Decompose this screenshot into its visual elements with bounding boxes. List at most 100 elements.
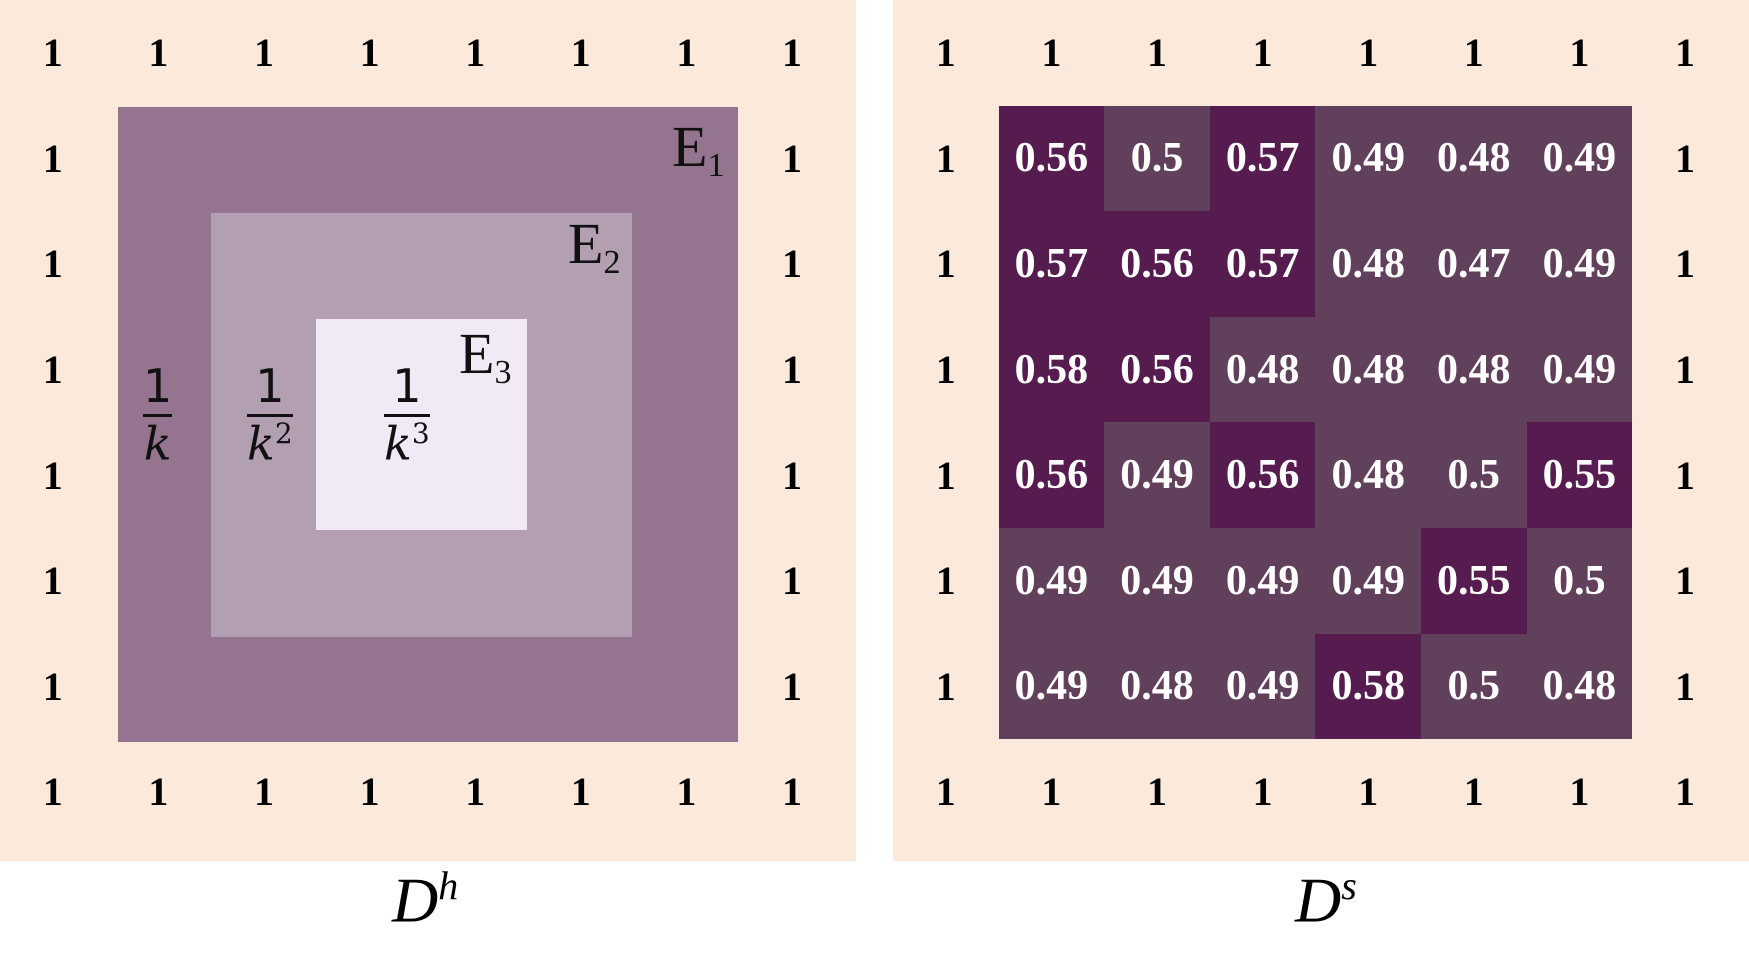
region-e2-label: E2 xyxy=(568,211,621,281)
border-cell: 1 xyxy=(42,241,63,287)
border-cell: 1 xyxy=(148,30,169,76)
caption-soft-mask: Ds xyxy=(1295,863,1357,936)
heatmap-cell: 0.49 xyxy=(1526,316,1633,423)
heatmap-cell: 0.49 xyxy=(1526,105,1633,212)
border-cell: 1 xyxy=(1674,135,1695,181)
fraction-bar xyxy=(384,414,430,418)
fraction-e1-denominator: k xyxy=(143,416,172,471)
border-cell: 1 xyxy=(935,663,956,709)
heatmap-cell: 0.49 xyxy=(1209,633,1316,740)
border-cell: 1 xyxy=(781,558,802,604)
border-cell: 1 xyxy=(781,30,802,76)
heatmap-cell: 0.5 xyxy=(1526,528,1633,634)
border-cell: 1 xyxy=(359,769,380,815)
border-cell: 1 xyxy=(935,558,956,604)
fraction-e3-numerator: 1 xyxy=(392,359,422,413)
heatmap-cell: 0.58 xyxy=(998,316,1105,423)
heatmap-cell: 0.55 xyxy=(1421,528,1527,634)
border-cell: 1 xyxy=(781,135,802,181)
border-cell: 1 xyxy=(1146,30,1167,76)
fraction-bar xyxy=(143,414,173,418)
border-cell: 1 xyxy=(1674,30,1695,76)
fraction-e3-denominator: k3 xyxy=(384,416,430,471)
heatmap-cell: 0.48 xyxy=(1315,316,1421,423)
border-cell: 1 xyxy=(42,347,63,393)
border-cell: 1 xyxy=(42,452,63,498)
border-cell: 1 xyxy=(42,769,63,815)
border-cell: 1 xyxy=(935,452,956,498)
heatmap-cell: 0.48 xyxy=(1315,422,1421,528)
heatmap-cell: 0.48 xyxy=(1421,316,1527,423)
border-cell: 1 xyxy=(935,347,956,393)
fraction-bar xyxy=(247,414,293,418)
border-cell: 1 xyxy=(935,30,956,76)
heatmap-cell: 0.58 xyxy=(1315,633,1421,740)
border-cell: 1 xyxy=(1674,769,1695,815)
border-cell: 1 xyxy=(1674,347,1695,393)
border-cell: 1 xyxy=(935,769,956,815)
heatmap-cell: 0.49 xyxy=(1209,528,1316,634)
heatmap-cell: 0.57 xyxy=(1209,211,1316,317)
border-cell: 1 xyxy=(1041,769,1062,815)
heatmap-cell: 0.49 xyxy=(998,528,1105,634)
fraction-e2-denominator: k2 xyxy=(247,416,293,471)
border-cell: 1 xyxy=(465,30,486,76)
border-cell: 1 xyxy=(676,769,697,815)
heatmap-cell: 0.48 xyxy=(1104,633,1210,740)
hard-mask-panel: 1 1 1 1 1 1 1 1 1 1 1 1 1 1 1 1 1 1 1 1 1 1 1 1 1 1 1 1 E1 E2 E3 1 … xyxy=(0,0,856,861)
border-cell: 1 xyxy=(359,30,380,76)
border-cell: 1 xyxy=(1569,769,1590,815)
heatmap-cell: 0.57 xyxy=(998,211,1105,317)
heatmap-cell: 0.49 xyxy=(1104,528,1210,634)
heatmap-cell: 0.56 xyxy=(998,105,1105,212)
region-e3-label: E3 xyxy=(459,321,512,391)
border-cell: 1 xyxy=(42,558,63,604)
border-cell: 1 xyxy=(253,769,274,815)
border-cell: 1 xyxy=(1463,769,1484,815)
border-cell: 1 xyxy=(465,769,486,815)
border-cell: 1 xyxy=(781,663,802,709)
border-cell: 1 xyxy=(1358,30,1379,76)
heatmap-cell: 0.56 xyxy=(1104,316,1210,423)
border-cell: 1 xyxy=(1252,769,1273,815)
border-cell: 1 xyxy=(570,30,591,76)
border-cell: 1 xyxy=(1463,30,1484,76)
border-cell: 1 xyxy=(253,30,274,76)
heatmap-cell: 0.49 xyxy=(998,633,1105,740)
fraction-e1-numerator: 1 xyxy=(143,359,173,413)
heatmap-cell: 0.47 xyxy=(1421,211,1527,317)
heatmap-cell: 0.57 xyxy=(1209,105,1316,212)
border-cell: 1 xyxy=(570,769,591,815)
border-cell: 1 xyxy=(781,347,802,393)
border-cell: 1 xyxy=(42,30,63,76)
heatmap-cell: 0.5 xyxy=(1421,633,1527,740)
heatmap-cell: 0.48 xyxy=(1421,105,1527,212)
border-cell: 1 xyxy=(1252,30,1273,76)
region-e1-label: E1 xyxy=(672,114,725,184)
border-cell: 1 xyxy=(148,769,169,815)
heatmap-cell: 0.55 xyxy=(1526,422,1633,528)
heatmap-cell: 0.48 xyxy=(1209,316,1316,423)
heatmap-cell: 0.5 xyxy=(1104,105,1210,212)
border-cell: 1 xyxy=(1041,30,1062,76)
border-cell: 1 xyxy=(1358,769,1379,815)
hard-mask-border-grid: 1 1 1 1 1 1 1 1 1 1 1 1 1 1 1 1 1 1 1 1 1 1 1 1 1 1 1 1 xyxy=(0,0,845,845)
border-cell: 1 xyxy=(935,241,956,287)
border-cell: 1 xyxy=(676,30,697,76)
heatmap-cell: 0.48 xyxy=(1315,211,1421,317)
heatmap-cell: 0.49 xyxy=(1526,211,1633,317)
border-cell: 1 xyxy=(1569,30,1590,76)
border-cell: 1 xyxy=(1674,558,1695,604)
border-cell: 1 xyxy=(781,452,802,498)
heatmap-cell: 0.49 xyxy=(1104,422,1210,528)
heatmap-cell: 0.49 xyxy=(1315,105,1421,212)
border-cell: 1 xyxy=(781,769,802,815)
border-cell: 1 xyxy=(1674,241,1695,287)
border-cell: 1 xyxy=(935,135,956,181)
border-cell: 1 xyxy=(1674,663,1695,709)
border-cell: 1 xyxy=(42,135,63,181)
fraction-e3: 1 k3 xyxy=(384,362,430,468)
border-cell: 1 xyxy=(1674,452,1695,498)
